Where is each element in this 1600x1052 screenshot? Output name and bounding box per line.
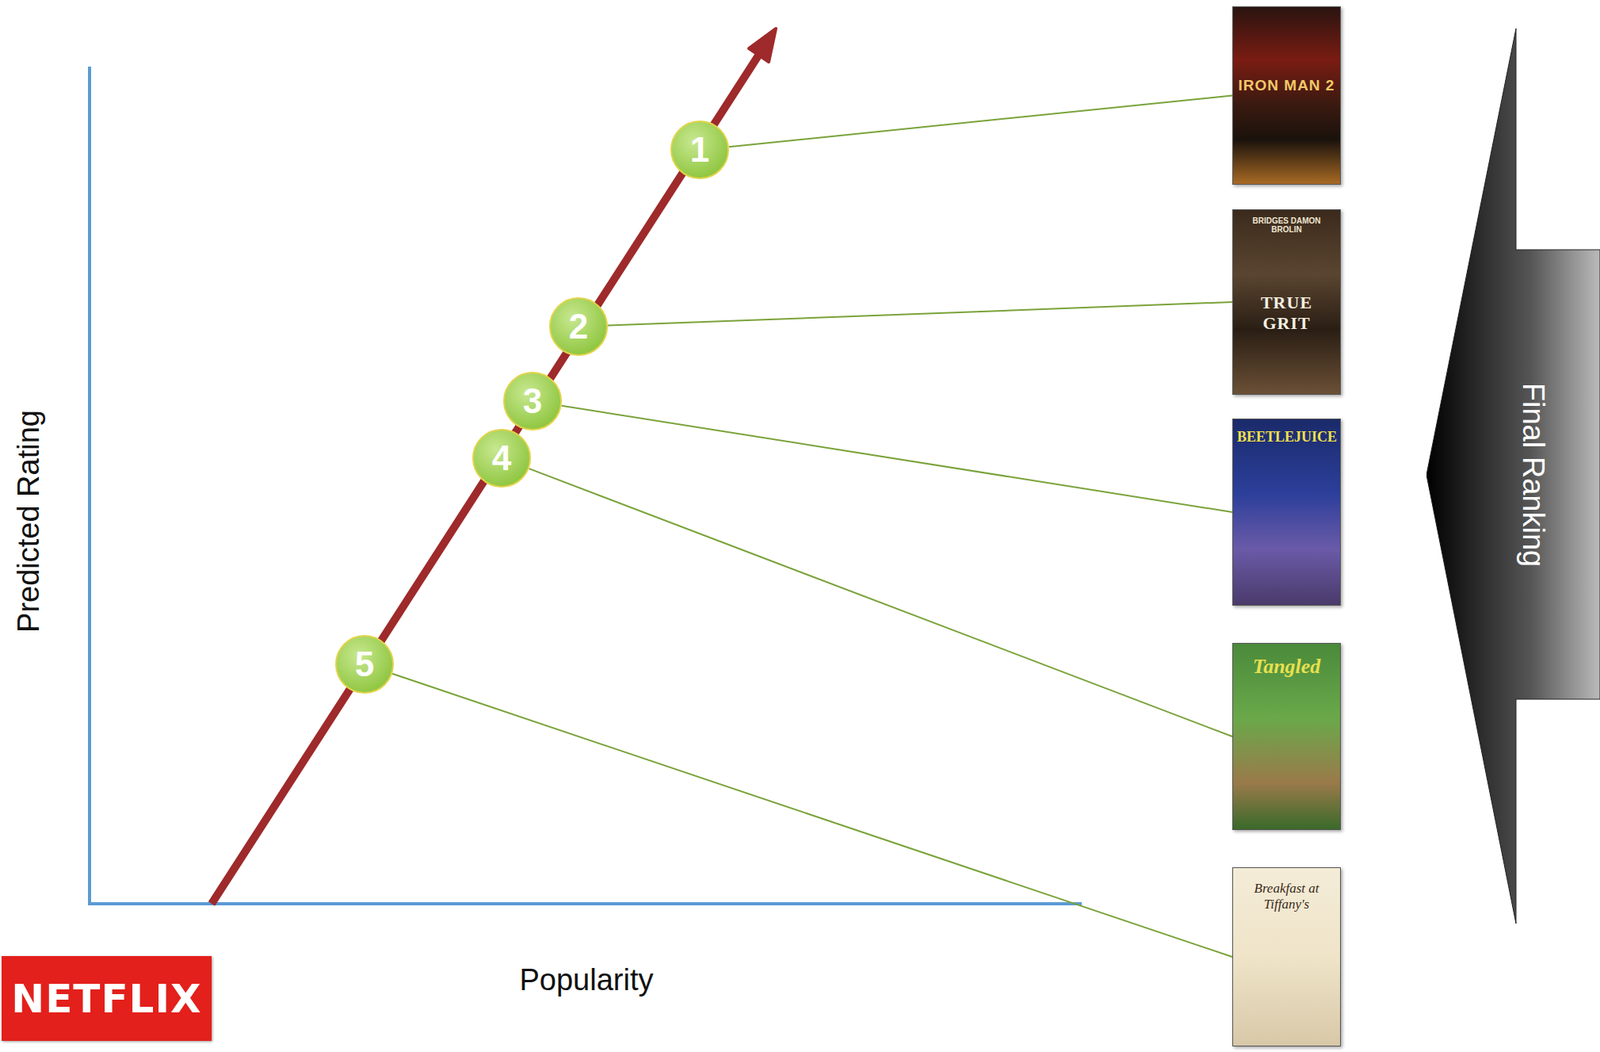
trend-arrow	[211, 55, 759, 904]
logo-text: NETFLIX	[11, 975, 202, 1022]
leader-line	[392, 673, 1233, 957]
callout-number: 4	[492, 440, 512, 476]
arrow-outline	[1426, 28, 1600, 924]
callout-number: 1	[690, 132, 710, 168]
ranking-arrow-shape	[1426, 28, 1600, 924]
rank-circle: 5	[334, 633, 395, 695]
poster-title: IRON MAN 2	[1237, 76, 1337, 95]
callout-number: 5	[355, 646, 375, 682]
poster-title: BRIDGES DAMON BROLIN	[1237, 216, 1337, 234]
poster-title: TRUE GRIT	[1237, 292, 1337, 334]
poster-title: BEETLEJUICE	[1237, 428, 1337, 446]
y-axis	[87, 66, 92, 905]
circle-outline	[504, 372, 562, 430]
circle-outline	[336, 635, 394, 693]
circle-outline	[473, 429, 531, 487]
ranking-arrow: Final Ranking	[1426, 28, 1600, 924]
movie-poster: BRIDGES DAMON BROLIN TRUE GRIT	[1232, 209, 1341, 395]
leader-line	[529, 468, 1233, 737]
x-axis-label: Popularity	[519, 962, 654, 997]
y-axis-label: Predicted Rating	[11, 409, 46, 633]
movie-poster: Breakfast at Tiffany's	[1232, 866, 1341, 1047]
brand-logo: NETFLIX	[1, 955, 212, 1041]
movie-poster: BEETLEJUICE	[1232, 418, 1341, 606]
movie-poster: IRON MAN 2	[1232, 6, 1341, 185]
arrow-label: Final Ranking	[1515, 382, 1551, 567]
trend-arrowhead	[748, 28, 776, 62]
rank-circle: 3	[502, 370, 563, 432]
leader-line	[729, 95, 1233, 148]
rank-circle: 2	[548, 296, 609, 357]
callout-number: 2	[568, 309, 589, 344]
leader-line	[561, 405, 1233, 512]
rank-circle: 1	[669, 119, 730, 180]
callout-number: 3	[523, 383, 543, 419]
leader-line	[607, 301, 1233, 326]
rank-circle: 4	[471, 427, 532, 489]
movie-poster: Tangled	[1232, 642, 1341, 830]
circle-outline	[671, 121, 729, 179]
x-axis	[87, 901, 1082, 906]
poster-title: Tangled	[1237, 654, 1337, 679]
circle-outline	[549, 297, 608, 356]
poster-title: Breakfast at Tiffany's	[1237, 880, 1337, 913]
